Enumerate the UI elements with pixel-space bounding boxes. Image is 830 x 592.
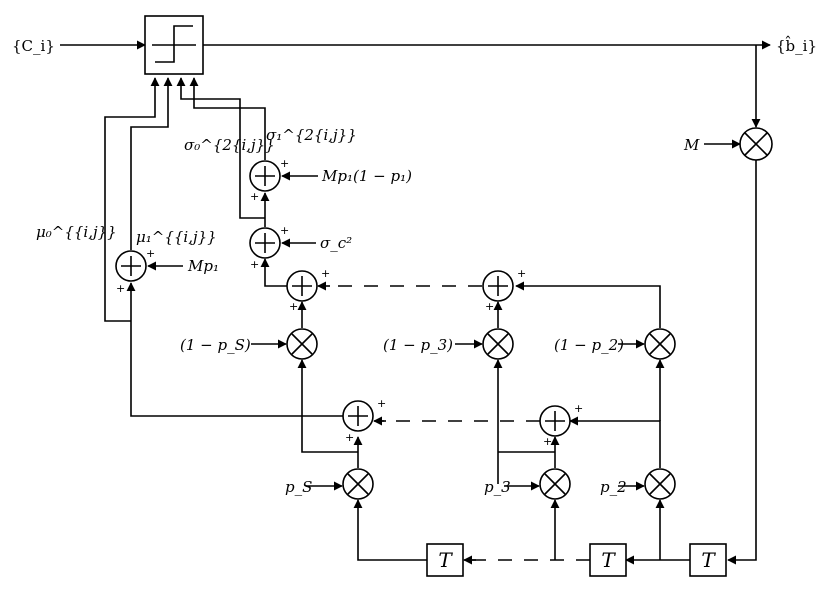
svg-text:+: + [280,157,289,170]
summer-mean-pS [342,400,374,432]
svg-text:+: + [345,431,354,444]
input-label: {C_i} [12,37,55,55]
gain-label: M [683,136,700,154]
pS-label: p_S [285,478,312,496]
svg-text:+: + [543,435,552,448]
mean-inject-label: Mp₁ [187,257,219,275]
p3-label: p_3 [484,478,511,496]
sigma0-wire [176,77,265,219]
sigma1-label: σ₁^{2{i,j}} [266,126,357,144]
one-minus-p2-label: (1 − p_2) [554,336,624,354]
sigma0-label: σ₀^{2{i,j}} [184,136,275,154]
mu1-label: μ₁^{{i,j}} [136,228,217,246]
noise-label: σ_c² [320,234,352,252]
decision-block [144,15,204,75]
summer-mean-mp1 [115,250,147,282]
svg-text:T: T [701,548,716,572]
svg-text:+: + [280,224,289,237]
svg-text:+: + [377,397,386,410]
var-sum-wire [260,258,287,287]
mu0-wire [104,77,160,322]
multiplier-1mp2 [644,328,676,360]
multiplier-pS [342,468,374,500]
tap-wire-1mpS [297,359,358,453]
tap-wire-pS [353,499,427,561]
multiplier-1mpS [286,328,318,360]
gain-to-delay-wire [727,160,757,565]
svg-text:T: T [601,548,616,572]
svg-text:+: + [250,258,259,271]
mean-sum-wire [126,282,343,417]
multiplier-1mp3 [482,328,514,360]
svg-text:+: + [116,282,125,295]
mu1-wire [130,77,173,250]
delay-block-3: T [426,543,464,577]
summer-var-pS [286,270,318,302]
multiplier-p3 [539,468,571,500]
svg-text:+: + [289,300,298,313]
svg-text:+: + [485,300,494,313]
threshold-step-icon [152,25,196,63]
summer-var-mp1 [249,160,281,192]
multiplier-p2 [644,468,676,500]
p2-label: p_2 [600,478,627,496]
delay-block-1: T [689,543,727,577]
summer-var-p3 [482,270,514,302]
gain-multiplier [739,127,773,161]
sigma1-wire [189,77,266,160]
1mp2-to-sum-wire [515,281,661,328]
svg-text:T: T [438,548,453,572]
summer-mean-p3 [539,405,571,437]
one-minus-p3-label: (1 − p_3) [383,336,453,354]
svg-text:+: + [250,190,259,203]
delay-block-2: T [589,543,627,577]
output-label: {b̂_i} [776,36,817,55]
svg-text:+: + [146,247,155,260]
summer-var-noise [249,227,281,259]
one-minus-pS-label: (1 − p_S) [180,336,251,354]
var-inject-label: Mp₁(1 − p₁) [321,167,412,185]
svg-text:+: + [517,267,526,280]
p2-to-sum-wire [569,416,661,468]
svg-text:+: + [321,267,330,280]
svg-text:+: + [574,402,583,415]
mu0-label: μ₀^{{i,j}} [36,223,117,241]
